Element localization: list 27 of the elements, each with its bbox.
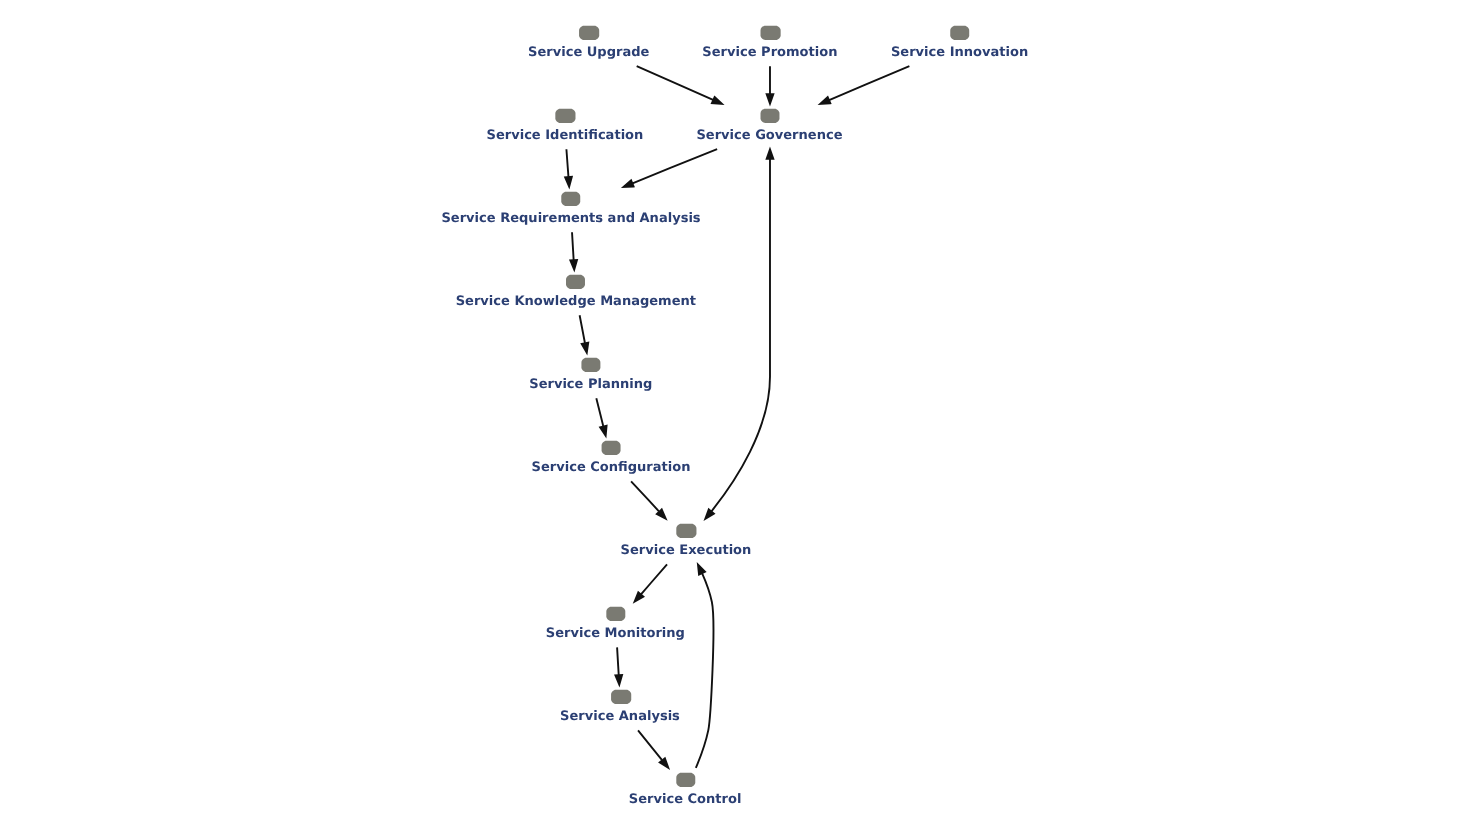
node-box [566, 274, 585, 289]
arrow [620, 148, 719, 188]
arrow [703, 146, 775, 522]
arrow [635, 65, 725, 106]
node-box [611, 689, 632, 704]
arrow [630, 480, 668, 521]
arrow [595, 397, 608, 439]
node-box [760, 25, 781, 40]
node-box [676, 523, 697, 538]
arrow [694, 561, 715, 769]
node-box [950, 25, 970, 40]
arrow [578, 314, 590, 356]
node-box [581, 357, 601, 372]
node-box [601, 440, 621, 455]
node-box [606, 606, 626, 621]
arrow [563, 148, 574, 190]
node-box [579, 25, 600, 40]
arrow [568, 231, 579, 273]
node-box [561, 191, 581, 206]
arrow [817, 65, 911, 106]
node-box [676, 772, 696, 787]
node-box [555, 108, 576, 123]
arrow [765, 65, 775, 107]
node-box [760, 108, 780, 123]
arrow [614, 646, 624, 688]
arrow [632, 563, 668, 604]
arrow [637, 729, 671, 770]
